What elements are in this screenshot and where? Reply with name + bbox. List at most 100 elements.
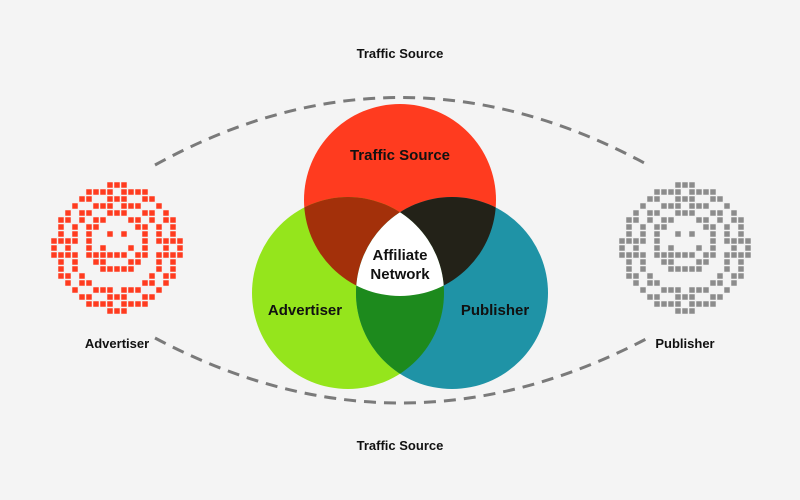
pixel-square [717, 294, 723, 300]
pixel-square [661, 252, 667, 258]
pixel-square [107, 301, 113, 307]
pixel-square [128, 287, 134, 293]
pixel-square [86, 189, 92, 195]
pixel-square [689, 210, 695, 216]
advertiser-side-label: Advertiser [84, 336, 150, 351]
pixel-square [100, 301, 106, 307]
pixel-square [668, 203, 674, 209]
pixel-square [163, 273, 169, 279]
pixel-square [121, 287, 127, 293]
pixel-square [696, 189, 702, 195]
pixel-square [724, 203, 730, 209]
pixel-square [121, 294, 127, 300]
pixel-square [745, 238, 751, 244]
pixel-square [633, 245, 639, 251]
pixel-square [107, 189, 113, 195]
pixel-square [58, 238, 64, 244]
pixel-square [142, 210, 148, 216]
pixel-square [121, 203, 127, 209]
pixel-square [177, 252, 183, 258]
pixel-square [86, 231, 92, 237]
pixel-square [79, 280, 85, 286]
pixel-square [710, 294, 716, 300]
pixel-square [675, 294, 681, 300]
pixel-square [710, 280, 716, 286]
pixel-square [100, 245, 106, 251]
pixel-square [731, 210, 737, 216]
pixel-square [682, 266, 688, 272]
pixel-square [156, 238, 162, 244]
pixel-square [689, 301, 695, 307]
pixel-square [654, 301, 660, 307]
pixel-square [633, 217, 639, 223]
pixel-square [128, 266, 134, 272]
pixel-square [731, 238, 737, 244]
pixel-square [682, 294, 688, 300]
pixel-square [724, 266, 730, 272]
pixel-square [675, 308, 681, 314]
pixel-square [682, 182, 688, 188]
pixel-square [724, 287, 730, 293]
pixel-square [79, 196, 85, 202]
pixel-square [86, 252, 92, 258]
pixel-square [703, 287, 709, 293]
pixel-square [107, 252, 113, 258]
bottom-traffic-source-label: Traffic Source [356, 438, 444, 453]
pixel-square [724, 231, 730, 237]
pixel-square [626, 252, 632, 258]
pixel-square [121, 196, 127, 202]
pixel-square [170, 224, 176, 230]
advertiser-pixel-icon [51, 182, 183, 314]
pixel-square [156, 287, 162, 293]
affiliate-network-label-line2: Network [370, 266, 430, 283]
advertiser-circle-label: Advertiser [267, 302, 343, 319]
pixel-square [135, 259, 141, 265]
pixel-square [738, 231, 744, 237]
pixel-square [156, 224, 162, 230]
pixel-square [731, 217, 737, 223]
pixel-square [675, 189, 681, 195]
pixel-square [703, 301, 709, 307]
pixel-square [107, 294, 113, 300]
pixel-square [93, 252, 99, 258]
pixel-square [668, 245, 674, 251]
pixel-square [682, 252, 688, 258]
pixel-square [745, 252, 751, 258]
pixel-square [135, 252, 141, 258]
pixel-square [149, 196, 155, 202]
pixel-square [738, 252, 744, 258]
pixel-square [689, 203, 695, 209]
pixel-square [661, 189, 667, 195]
pixel-square [142, 224, 148, 230]
pixel-square [107, 182, 113, 188]
pixel-square [107, 266, 113, 272]
pixel-square [710, 245, 716, 251]
pixel-square [142, 252, 148, 258]
pixel-square [696, 245, 702, 251]
pixel-square [717, 210, 723, 216]
pixel-square [58, 231, 64, 237]
pixel-square [149, 210, 155, 216]
pixel-square [100, 287, 106, 293]
affiliate-network-center [356, 197, 444, 296]
pixel-square [654, 252, 660, 258]
pixel-square [93, 287, 99, 293]
pixel-square [100, 217, 106, 223]
pixel-square [738, 224, 744, 230]
pixel-square [640, 252, 646, 258]
pixel-square [170, 252, 176, 258]
pixel-square [107, 203, 113, 209]
pixel-square [72, 259, 78, 265]
pixel-square [156, 203, 162, 209]
pixel-square [654, 238, 660, 244]
pixel-square [619, 245, 625, 251]
pixel-square [619, 252, 625, 258]
pixel-square [142, 301, 148, 307]
pixel-square [114, 252, 120, 258]
publisher-pixel-icon [619, 182, 751, 314]
pixel-square [654, 189, 660, 195]
pixel-square [640, 266, 646, 272]
pixel-square [647, 280, 653, 286]
pixel-square [619, 238, 625, 244]
